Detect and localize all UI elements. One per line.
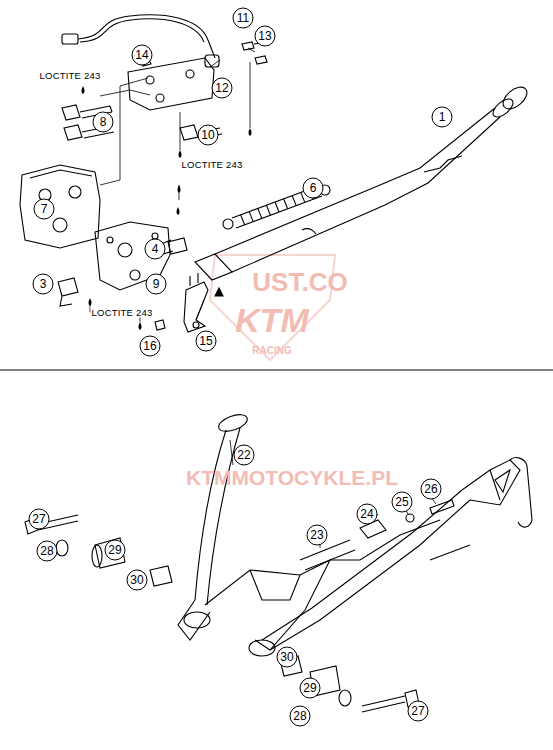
leader-lines [90, 48, 255, 322]
callout-number: 9 [146, 274, 167, 295]
callout-number: 4 [145, 239, 166, 260]
callout-number: 12 [212, 78, 233, 99]
callout-number: 13 [255, 26, 276, 47]
callout-number: 24 [357, 504, 378, 525]
callout-number: 29 [105, 540, 126, 561]
center-stand [178, 411, 532, 656]
note-text: LOCTITE 243 [91, 307, 154, 318]
switch-bracket [128, 58, 214, 110]
callout-number: 8 [93, 112, 114, 133]
callout-number: 15 [196, 331, 217, 352]
watermark: KTM [235, 301, 309, 340]
watermark: RACING [252, 345, 291, 356]
callout-number: 23 [307, 525, 328, 546]
callout-number: 1 [432, 107, 453, 128]
sensor-cable [62, 15, 219, 67]
callout-number: 10 [198, 125, 219, 146]
callout-number: 30 [127, 570, 148, 591]
callout-number: 22 [234, 445, 255, 466]
callout-number: 6 [303, 178, 324, 199]
callout-number: 16 [140, 336, 161, 357]
side-stand [195, 83, 531, 280]
callout-number: 30 [277, 647, 298, 668]
divider-line [0, 370, 553, 371]
callout-number: 28 [290, 706, 311, 727]
callout-number: 28 [37, 541, 58, 562]
watermark: UST.CO [252, 267, 347, 298]
callout-number: 14 [132, 45, 153, 66]
callout-number: 3 [33, 274, 54, 295]
callout-number: 7 [34, 199, 55, 220]
center-springs [300, 540, 355, 570]
note-text: LOCTITE 243 [181, 159, 244, 170]
loctite-drops [82, 86, 252, 330]
callout-number: 29 [300, 678, 321, 699]
leader-lines [230, 440, 436, 548]
note-text: LOCTITE 243 [39, 70, 102, 81]
callout-number: 25 [392, 492, 413, 513]
callout-number: 27 [408, 701, 429, 722]
switch-plate [184, 282, 208, 332]
callout-number: 27 [29, 509, 50, 530]
mount-block [20, 165, 100, 248]
callout-number: 26 [421, 479, 442, 500]
watermark: KTMMOTOCYKLE.PL [186, 466, 398, 490]
callout-number: 11 [233, 8, 254, 29]
